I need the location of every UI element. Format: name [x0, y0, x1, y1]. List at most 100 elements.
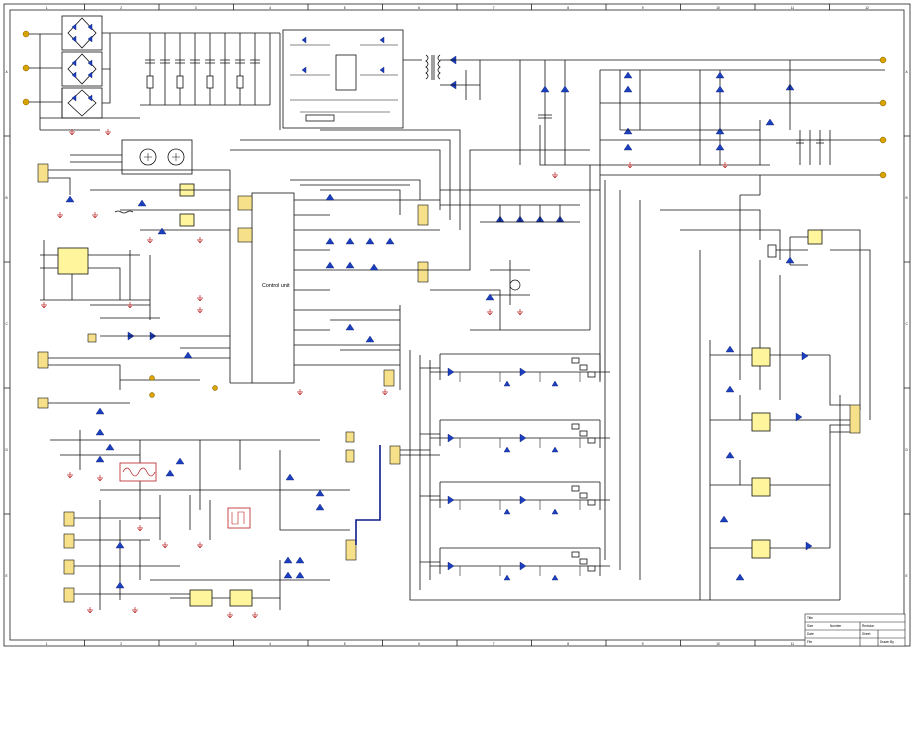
- title-block: Title Size Date File Number Revision She…: [804, 613, 906, 647]
- ground-icon: [552, 172, 558, 178]
- output-terminal-4: [879, 171, 887, 179]
- ground-icon: [127, 302, 133, 308]
- left-io-connectors: [37, 333, 230, 415]
- ground-icon: [97, 475, 103, 481]
- bulk-capacitor-bank: [140, 33, 270, 106]
- row-label: C: [6, 322, 9, 326]
- control-unit-block: Control unit: [229, 170, 429, 390]
- gate-driver-channel-3: [420, 481, 610, 515]
- input-terminal-2: [22, 64, 30, 72]
- ground-icon: [41, 302, 47, 308]
- row-label: B: [6, 196, 8, 200]
- main-transformer: [425, 54, 441, 80]
- gate-driver-channel-4: [420, 547, 610, 581]
- waveform-inset-2: [227, 507, 251, 529]
- ground-icon: [382, 389, 388, 395]
- row-label: D: [906, 448, 909, 452]
- column-label: 7: [493, 6, 495, 10]
- ground-icon: [147, 237, 153, 243]
- output-connector: [849, 404, 861, 434]
- io-terminal-2: [149, 392, 155, 398]
- ground-icon: [197, 295, 203, 301]
- input-terminal-1: [22, 30, 30, 38]
- sense-connector-2: [345, 449, 355, 463]
- column-label: 1: [46, 6, 48, 10]
- row-label: E: [6, 574, 8, 578]
- title-block-revision: Revision: [862, 624, 874, 628]
- ground-icon: [517, 309, 523, 315]
- bus-connector: [389, 445, 401, 465]
- sense-connector-3: [345, 539, 357, 561]
- column-label: 9: [642, 642, 644, 646]
- title-block-file: File: [807, 640, 812, 644]
- output-filter-section: [519, 56, 887, 380]
- ground-icon: [92, 212, 98, 218]
- ground-icon: [162, 542, 168, 548]
- bottom-power-section: [63, 500, 330, 610]
- column-label: 6: [418, 642, 420, 646]
- clamp-diode-row: [440, 189, 600, 223]
- output-driver-ic-4: [751, 539, 771, 559]
- debug-header: [237, 227, 253, 243]
- title-block-date: Date: [807, 632, 814, 636]
- bridge-rectifier-3: [61, 87, 103, 119]
- title-block-sheet: Sheet: [862, 632, 870, 636]
- regulator-ic-4: [229, 589, 253, 607]
- input-terminal-3: [22, 98, 30, 106]
- sense-connector-1: [345, 431, 355, 443]
- output-driver-ic-2: [751, 412, 771, 432]
- io-terminal-3: [212, 385, 218, 391]
- driver-ic-top: [335, 54, 357, 91]
- power-connector-1: [63, 511, 75, 527]
- ground-symbols: [41, 129, 728, 618]
- column-label: 8: [567, 6, 569, 10]
- output-terminal-3: [879, 136, 887, 144]
- ground-icon: [69, 129, 75, 135]
- inverter-sense-section: [50, 428, 440, 561]
- control-unit-title: Control unit: [262, 283, 290, 289]
- column-label: 12: [865, 6, 869, 10]
- column-label: 3: [195, 642, 197, 646]
- ground-icon: [197, 307, 203, 313]
- column-label: 3: [195, 6, 197, 10]
- column-label: 6: [418, 6, 420, 10]
- control-connector-2: [383, 369, 395, 387]
- relay-ic: [807, 229, 823, 245]
- gate-driver-channel-2: [420, 419, 610, 453]
- column-label: 2: [120, 6, 122, 10]
- primary-switching-section: [282, 29, 520, 129]
- ground-icon: [57, 212, 63, 218]
- column-label: 10: [716, 642, 720, 646]
- control-connector-3: [417, 204, 429, 226]
- output-driver-ic-1: [751, 347, 771, 367]
- routing-wires: [230, 129, 871, 601]
- aux-connector: [37, 163, 49, 183]
- row-label: B: [906, 196, 908, 200]
- regulator-ic-3: [189, 589, 213, 607]
- fan-section: [70, 139, 193, 175]
- column-label: 10: [716, 6, 720, 10]
- aux-transistor-section: [485, 260, 530, 305]
- io-connector-3: [87, 333, 97, 343]
- title-block-title: Title: [807, 616, 813, 620]
- power-connector-2: [63, 533, 75, 549]
- output-terminal-1: [879, 56, 887, 64]
- ground-icon: [297, 389, 303, 395]
- io-connector-1: [37, 351, 49, 369]
- ground-icon: [132, 607, 138, 613]
- row-label: E: [906, 574, 908, 578]
- column-label: 9: [642, 6, 644, 10]
- ground-icon: [627, 162, 633, 168]
- gate-driver-channel-1: [420, 353, 610, 387]
- gate-driver-channels: [420, 353, 610, 581]
- ground-icon: [227, 612, 233, 618]
- ground-icon: [105, 129, 111, 135]
- pwm-controller-ic: [57, 247, 89, 275]
- column-label: 5: [344, 6, 346, 10]
- column-label: 4: [269, 6, 271, 10]
- power-connector-3: [63, 559, 75, 575]
- ground-icon: [722, 162, 728, 168]
- bridge-rectifier-2: [61, 51, 103, 87]
- output-driver-ics: [709, 340, 861, 600]
